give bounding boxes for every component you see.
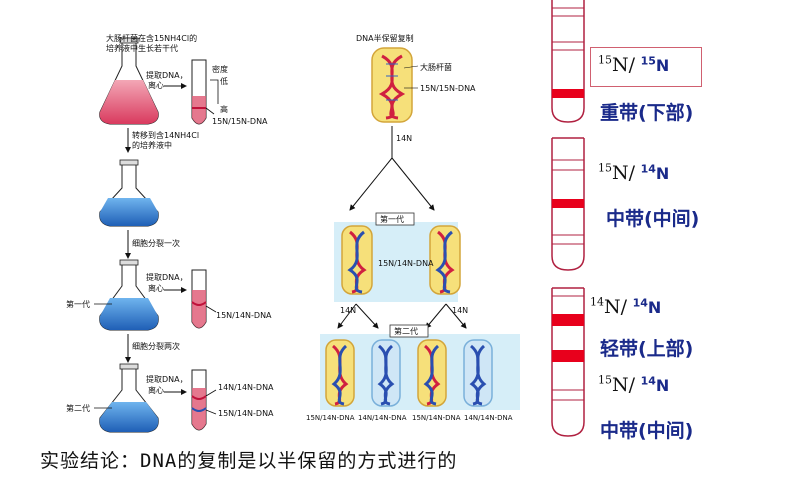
middle-title: DNA半保留复制	[356, 34, 414, 43]
bottom-label-1: 15N/14N-DNA	[306, 414, 355, 422]
n14-label-left: 14N	[340, 306, 357, 315]
high-label: 高	[220, 105, 228, 114]
centrifuge-tube-1	[551, 0, 585, 123]
tube-1-band-label: 重带(下部)	[600, 102, 694, 124]
first-gen-tag: 第一代	[380, 215, 404, 224]
dna-15-14-label-left: 15N/14N-DNA	[216, 311, 272, 320]
culture-label-1: 大肠杆菌在含15NH4Cl的	[106, 34, 198, 43]
tube-3-isotope-mid: 15N/ 14N	[598, 374, 670, 397]
density-label: 密度	[212, 65, 228, 74]
bottom-label-4: 14N/14N-DNA	[464, 414, 513, 422]
semi-conservative-diagram	[320, 47, 520, 410]
tube-2-isotope: 15N/ 14N	[598, 162, 670, 185]
centrifuge-tube-2	[551, 137, 585, 271]
centrifuge-tube-3	[551, 287, 585, 437]
culture-label-2: 培养液中生长若干代	[106, 44, 178, 53]
tube-3	[191, 369, 207, 431]
tube-3-band-label-mid: 中带(中间)	[600, 420, 694, 442]
bottom-label-3: 15N/14N-DNA	[412, 414, 461, 422]
tube-1-label-box	[590, 47, 702, 87]
dna-15-15-middle: 15N/15N-DNA	[420, 84, 476, 93]
divide-twice-label: 细胞分裂两次	[132, 342, 180, 351]
tube-1	[191, 59, 207, 125]
bottom-label-2: 14N/14N-DNA	[358, 414, 407, 422]
extract-label-2: 提取DNA，	[146, 273, 188, 282]
tube-2-band-label: 中带(中间)	[606, 208, 700, 230]
dna-14-14-label-left: 14N/14N-DNA	[218, 383, 274, 392]
left-experiment-diagram	[94, 37, 219, 433]
n14-label-right: 14N	[452, 306, 469, 315]
centrifuge-label-3: 离心	[148, 386, 164, 395]
ecoli-capsule-gen1-right	[429, 225, 461, 295]
ecoli-capsule-gen2-1	[325, 339, 355, 407]
flask-blue-3	[99, 363, 159, 433]
ecoli-capsule-gen2-2	[371, 339, 401, 407]
transfer-label-2: 的培养液中	[132, 141, 172, 150]
ecoli-label: 大肠杆菌	[420, 63, 452, 72]
first-gen-label: 第一代	[66, 300, 90, 309]
dna-15-14-label-left-2: 15N/14N-DNA	[218, 409, 274, 418]
second-gen-tag: 第二代	[394, 327, 418, 336]
extract-label-1: 提取DNA，	[146, 71, 188, 80]
ecoli-capsule-gen2-3	[417, 339, 447, 407]
low-label: 低	[220, 77, 228, 86]
ecoli-capsule-gen2-4	[463, 339, 493, 407]
extract-label-3: 提取DNA，	[146, 375, 188, 384]
ecoli-capsule-top	[371, 47, 413, 123]
flask-blue-2	[99, 259, 159, 331]
flask-blue-1	[99, 159, 159, 227]
centrifuge-label-2: 离心	[148, 284, 164, 293]
tube-3-isotope-light: 14N/ 14N	[590, 296, 662, 319]
dna-15-15-label: 15N/15N-DNA	[212, 117, 268, 126]
second-gen-label: 第二代	[66, 404, 90, 413]
dna-15-14-middle: 15N/14N-DNA	[378, 259, 434, 268]
transfer-label-1: 转移到含14NH4Cl	[132, 131, 200, 140]
tube-3-band-label-light: 轻带(上部)	[600, 338, 694, 360]
ecoli-capsule-gen1-left	[341, 225, 373, 295]
tube-2	[191, 269, 207, 329]
centrifuge-label-1: 离心	[148, 81, 164, 90]
centrifuge-tubes	[551, 0, 585, 437]
divide-once-label: 细胞分裂一次	[132, 239, 180, 248]
n14-label-top: 14N	[396, 134, 413, 143]
flask-red	[99, 37, 159, 125]
conclusion-text: 实验结论：DNA的复制是以半保留的方式进行的	[40, 450, 458, 472]
tube-1-isotope: 15N/ 15N	[598, 54, 670, 77]
